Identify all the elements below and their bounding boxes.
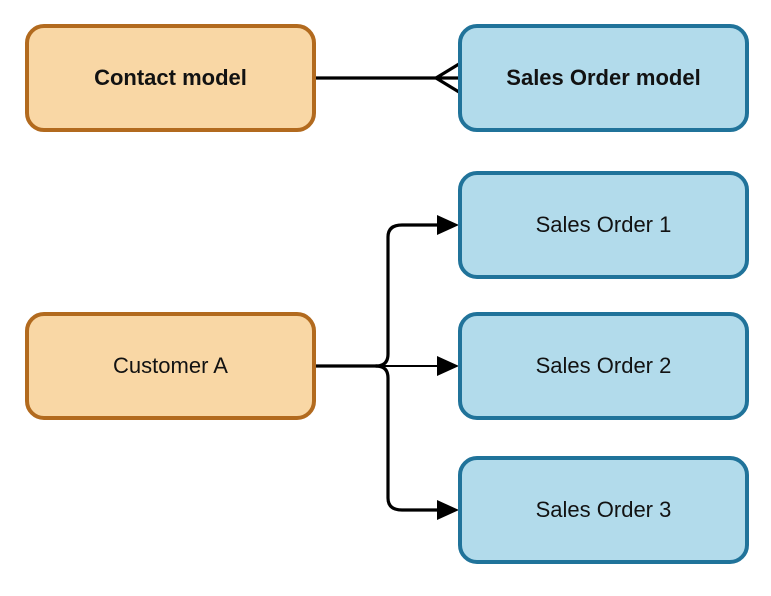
edge-customer-a-to-sales-order-3: [374, 364, 459, 520]
node-label: Sales Order 1: [535, 212, 672, 237]
node-sales-order-1: Sales Order 1: [458, 171, 749, 279]
node-contact-model: Contact model: [25, 24, 316, 132]
edge-customer-a-to-sales-order-1: [374, 215, 459, 368]
edge-line: [374, 364, 440, 512]
node-sales-order-2: Sales Order 2: [458, 312, 749, 420]
node-customer-a: Customer A: [25, 312, 316, 420]
crow-foot-marker-icon: [434, 62, 461, 94]
edge-line: [374, 223, 440, 368]
node-sales-order-model: Sales Order model: [458, 24, 749, 132]
arrowhead-icon: [437, 356, 459, 376]
node-label: Sales Order 3: [535, 497, 672, 522]
node-label: Sales Order model: [506, 65, 701, 90]
edge-customer-a-to-sales-order-2: [314, 356, 459, 376]
arrowhead-icon: [437, 215, 459, 235]
node-label: Customer A: [113, 353, 228, 378]
node-label: Contact model: [94, 65, 247, 90]
node-sales-order-3: Sales Order 3: [458, 456, 749, 564]
node-label: Sales Order 2: [535, 353, 672, 378]
arrowhead-icon: [437, 500, 459, 520]
edge-contact-model-to-sales-order-model: [314, 62, 461, 94]
